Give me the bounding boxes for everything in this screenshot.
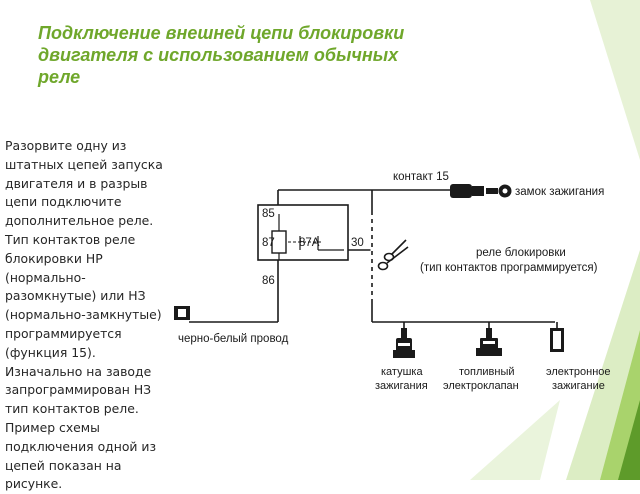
fuel-valve-label: топливный bbox=[459, 366, 515, 378]
ignition-lock-label: замок зажигания bbox=[515, 186, 604, 198]
body-line: двигателя и в разрыв bbox=[5, 175, 148, 191]
pin-87-label: 87 bbox=[262, 237, 275, 249]
body-line: (нормально- bbox=[5, 269, 86, 285]
body-line: тип контактов реле. bbox=[5, 401, 139, 417]
deco-shard-mid bbox=[470, 400, 560, 480]
black-white-wire-label: черно-белый провод bbox=[178, 333, 289, 345]
body-line: рисунке. bbox=[5, 476, 63, 492]
pin-30-label: 30 bbox=[351, 237, 364, 249]
electronic-ignition-label: электронное bbox=[546, 366, 611, 378]
body-line: цепей показан на bbox=[5, 457, 122, 473]
body-line: Тип контактов реле bbox=[5, 231, 136, 247]
ignition-coil-icon bbox=[393, 328, 415, 358]
fuel-valve-icon bbox=[476, 328, 502, 356]
body-line: программируется bbox=[5, 325, 122, 341]
body-line: Пример схемы bbox=[5, 419, 100, 435]
pin-86-label: 86 bbox=[262, 275, 275, 287]
slide-title: Подключение внешней цепи блокировки двиг… bbox=[38, 22, 538, 88]
contact-15-label: контакт 15 bbox=[393, 171, 449, 183]
body-line: блокировки НР bbox=[5, 250, 103, 266]
deco-shard-dark bbox=[618, 400, 640, 480]
coil-label: катушка bbox=[381, 366, 423, 378]
ignition-lock-connector-icon bbox=[450, 184, 484, 198]
slide-title-line: реле bbox=[38, 67, 81, 87]
body-line: цепи подключите bbox=[5, 194, 122, 210]
body-line: (нормально-замкнутые) bbox=[5, 307, 162, 323]
wire-plug-icon bbox=[174, 306, 190, 320]
slide-decoration bbox=[470, 0, 640, 480]
deco-shard-light bbox=[590, 0, 640, 160]
scissors-icon bbox=[377, 239, 409, 271]
coil-label: зажигания bbox=[375, 380, 428, 392]
fuel-valve-label: электроклапан bbox=[443, 380, 519, 392]
electronic-ignition-label: зажигание bbox=[552, 380, 605, 392]
body-line: запрограммирован НЗ bbox=[5, 382, 152, 398]
slide-title-line: двигателя с использованием обычных bbox=[38, 45, 399, 65]
body-line: дополнительное реле. bbox=[5, 213, 154, 229]
body-line: штатных цепей запуска bbox=[5, 156, 163, 172]
body-line: Изначально на заводе bbox=[5, 363, 152, 379]
body-line: разомкнутые) или НЗ bbox=[5, 288, 146, 304]
relay-label: реле блокировки bbox=[476, 247, 566, 259]
pin-87a-label: 87А bbox=[299, 237, 320, 249]
electronic-ignition-icon bbox=[550, 328, 564, 352]
body-line: подключения одной из bbox=[5, 438, 157, 454]
slide-title-line: Подключение внешней цепи блокировки bbox=[38, 23, 405, 43]
slide-body-text: Разорвите одну из штатных цепей запуска … bbox=[5, 137, 201, 494]
relay-body bbox=[257, 204, 349, 261]
pin-85-label: 85 bbox=[262, 208, 275, 220]
body-line: (функция 15). bbox=[5, 344, 96, 360]
relay-type-label: (тип контактов программируется) bbox=[420, 262, 598, 274]
wiring-diagram: контакт 15 замок зажигания 85 87 87А 30 … bbox=[174, 171, 611, 392]
key-icon bbox=[486, 184, 512, 198]
body-line: Разорвите одну из bbox=[5, 138, 127, 153]
